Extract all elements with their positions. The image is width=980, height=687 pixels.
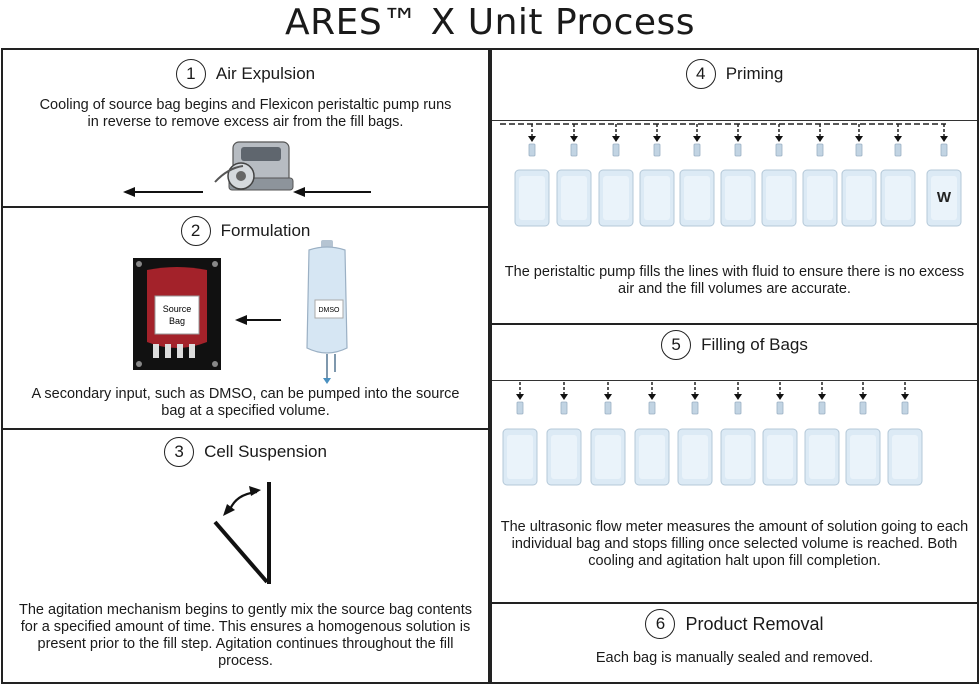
step-2-description: A secondary input, such as DMSO, can be … (31, 386, 460, 419)
step-5-title: Filling of Bags (701, 335, 808, 354)
fill-bag-icon (677, 382, 713, 486)
fill-bag-icon (802, 124, 838, 227)
panel-priming: 4 Priming W The peristaltic pump fills t… (490, 48, 979, 325)
divider (492, 120, 977, 121)
step-4-header: 4 Priming (492, 59, 977, 89)
source-bag-label-bottom: Bag (169, 316, 185, 326)
fill-bag-icon (556, 124, 592, 227)
step-5-number: 5 (661, 330, 692, 360)
step-2-header: 2 Formulation (3, 216, 488, 246)
priming-illustration: W (500, 123, 962, 227)
step-4-title: Priming (725, 64, 784, 83)
fill-bag-icon (845, 382, 881, 486)
step-5-header: 5 Filling of Bags (492, 330, 977, 360)
panel-filling-of-bags: 5 Filling of Bags The ultrasonic flow me… (490, 323, 979, 604)
arrow-left-icon (235, 315, 281, 325)
step-1-title: Air Expulsion (215, 64, 316, 83)
fill-bag-icon (514, 124, 550, 227)
fill-bag-icon (679, 124, 715, 227)
fill-bag-icon (598, 124, 634, 227)
fill-bag-icon (639, 124, 675, 227)
page-title: ARES™ X Unit Process (284, 2, 696, 43)
fill-bag-icon (720, 124, 756, 227)
step-5-description: The ultrasonic flow meter measures the a… (500, 519, 969, 569)
step-1-header: 1 Air Expulsion (3, 59, 488, 89)
arrow-left-icon (293, 187, 371, 197)
formulation-illustration: Source Bag DMSO (133, 240, 348, 384)
arrow-left-icon (123, 187, 203, 197)
step-3-number: 3 (164, 437, 195, 467)
agitation-arm-icon (213, 482, 271, 584)
divider (492, 380, 977, 381)
step-2-title: Formulation (220, 221, 311, 240)
step-3-title: Cell Suspension (204, 442, 327, 461)
source-bag-label-top: Source (163, 304, 192, 314)
step-6-header: 6 Product Removal (492, 609, 977, 639)
step-6-description: Each bag is manually sealed and removed. (595, 650, 874, 666)
fill-bag-icon (887, 382, 923, 486)
pump-illustration (123, 141, 371, 197)
fill-bag-icon (880, 124, 916, 227)
waste-bag-icon: W (926, 124, 962, 227)
waste-bag-label: W (937, 189, 952, 206)
step-3-header: 3 Cell Suspension (3, 437, 488, 467)
step-4-description: The peristaltic pump fills the lines wit… (504, 264, 965, 297)
agitation-illustration (213, 482, 271, 584)
fill-bag-icon (762, 382, 798, 486)
fill-bag-icon (634, 382, 670, 486)
step-6-title: Product Removal (685, 613, 824, 634)
fill-bag-icon (502, 382, 538, 486)
panel-formulation: 2 Formulation Source Bag DMSO A (1, 206, 490, 430)
fill-bag-icon (590, 382, 626, 486)
dmso-bag-label: DMSO (319, 307, 341, 314)
source-bag-icon: Source Bag (133, 258, 221, 370)
step-1-description: Cooling of source bag begins and Flexico… (39, 97, 452, 130)
fill-bag-icon (841, 124, 877, 227)
step-1-number: 1 (175, 59, 206, 89)
filling-illustration (502, 382, 923, 486)
dmso-bag-icon: DMSO (306, 240, 348, 384)
step-4-number: 4 (685, 59, 716, 89)
pump-icon (214, 141, 294, 191)
fill-bag-icon (720, 382, 756, 486)
fill-bag-icon (546, 382, 582, 486)
panel-air-expulsion: 1 Air Expulsion Cooling of source bag be… (1, 48, 490, 208)
fill-bag-icon (804, 382, 840, 486)
fill-bag-icon (761, 124, 797, 227)
panel-product-removal: 6 Product Removal Each bag is manually s… (490, 602, 979, 684)
step-6-number: 6 (645, 609, 676, 639)
step-2-number: 2 (180, 216, 211, 246)
panel-cell-suspension: 3 Cell Suspension The agitation mechanis… (1, 428, 490, 684)
rotate-arrow-icon (223, 486, 261, 516)
step-3-description: The agitation mechanism begins to gently… (19, 602, 472, 669)
